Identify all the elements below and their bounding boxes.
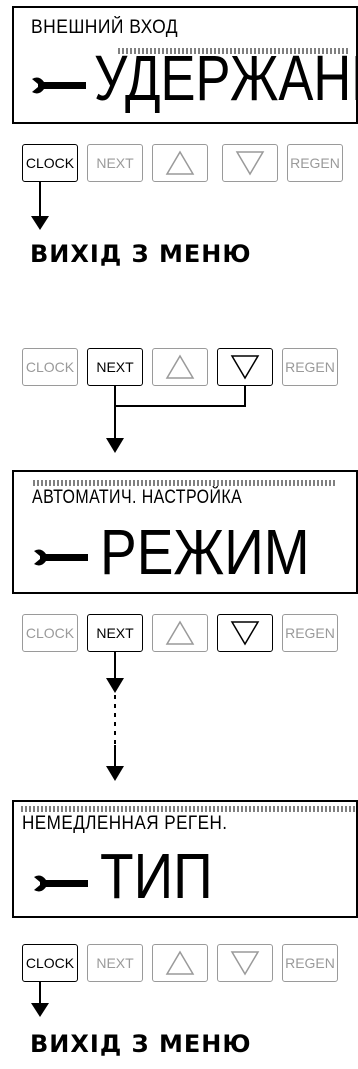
down-button[interactable] bbox=[217, 614, 273, 652]
combo-connector bbox=[106, 386, 246, 453]
exit-menu-caption: ВИХІД З МЕНЮ bbox=[30, 1030, 252, 1058]
lcd-main-text: УДЕРЖАНИЕ bbox=[94, 42, 356, 114]
down-button[interactable] bbox=[222, 144, 278, 182]
down-triangle-icon bbox=[235, 151, 265, 176]
lcd-display-1: ВНЕШНИЙ ВХОД УДЕРЖАНИЕ bbox=[12, 6, 358, 124]
lcd-top-text: НЕМЕДЛЕННАЯ РЕГЕН. bbox=[22, 813, 228, 834]
next-button[interactable]: NEXT bbox=[87, 944, 143, 982]
lcd-main-text: РЕЖИМ bbox=[100, 516, 310, 588]
continuation-connector bbox=[106, 652, 124, 781]
regen-button[interactable]: REGEN bbox=[287, 144, 343, 182]
next-button[interactable]: NEXT bbox=[87, 348, 143, 386]
up-triangle-icon bbox=[165, 150, 195, 175]
lcd-main-text: ТИП bbox=[100, 840, 213, 912]
lcd-display-3: НЕМЕДЛЕННАЯ РЕГЕН. ТИП bbox=[12, 800, 358, 918]
up-button[interactable] bbox=[152, 944, 208, 982]
down-triangle-icon bbox=[230, 355, 260, 380]
next-button[interactable]: NEXT bbox=[87, 614, 143, 652]
regen-button[interactable]: REGEN bbox=[282, 944, 338, 982]
regen-button[interactable]: REGEN bbox=[282, 614, 338, 652]
down-button[interactable] bbox=[217, 944, 273, 982]
lcd-top-text: АВТОМАТИЧ. НАСТРОЙКА bbox=[32, 487, 243, 508]
clock-button[interactable]: CLOCK bbox=[22, 944, 78, 982]
wrench-icon bbox=[34, 549, 88, 566]
next-button[interactable]: NEXT bbox=[87, 144, 143, 182]
lcd-top-text: ВНЕШНИЙ ВХОД bbox=[31, 17, 179, 38]
down-button[interactable] bbox=[217, 348, 273, 386]
down-arrow-icon bbox=[31, 182, 49, 230]
up-triangle-icon bbox=[165, 950, 195, 975]
lcd-segment-dashes bbox=[21, 806, 355, 812]
up-triangle-icon bbox=[165, 620, 195, 645]
down-triangle-icon bbox=[230, 951, 260, 976]
down-triangle-icon bbox=[230, 621, 260, 646]
clock-button[interactable]: CLOCK bbox=[22, 348, 78, 386]
up-button[interactable] bbox=[152, 614, 208, 652]
lcd-display-2: АВТОМАТИЧ. НАСТРОЙКА РЕЖИМ bbox=[12, 470, 358, 594]
lcd-segment-dashes bbox=[118, 48, 348, 54]
clock-button[interactable]: CLOCK bbox=[22, 144, 78, 182]
wrench-icon bbox=[32, 77, 86, 94]
up-button[interactable] bbox=[152, 144, 208, 182]
up-button[interactable] bbox=[152, 348, 208, 386]
lcd-segment-dashes bbox=[33, 480, 335, 486]
wrench-icon bbox=[34, 875, 88, 892]
up-triangle-icon bbox=[165, 354, 195, 379]
regen-button[interactable]: REGEN bbox=[282, 348, 338, 386]
clock-button[interactable]: CLOCK bbox=[22, 614, 78, 652]
exit-menu-caption: ВИХІД З МЕНЮ bbox=[30, 240, 252, 268]
